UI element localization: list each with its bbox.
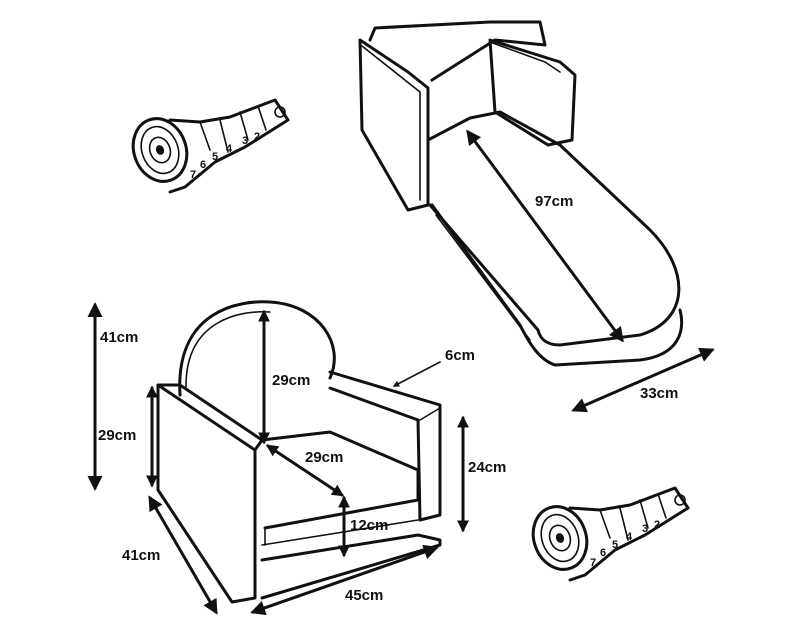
armrest-height-label: 29cm (98, 427, 136, 444)
svg-text:7: 7 (590, 557, 596, 569)
arm-front-height-label: 24cm (468, 459, 506, 476)
svg-text:4: 4 (626, 531, 633, 543)
armchair-drawing (156, 300, 442, 604)
svg-text:4: 4 (226, 143, 233, 155)
unfolded-bed-drawing (358, 20, 684, 367)
depth-arrow (148, 495, 218, 615)
bed-length-arrow (466, 129, 624, 343)
tape-measure-icon: 3 2 4 5 6 7 (531, 486, 690, 582)
svg-text:2: 2 (654, 519, 660, 531)
bed-width-label: 33cm (640, 385, 678, 402)
overall-height-label: 41cm (100, 329, 138, 346)
svg-text:5: 5 (612, 539, 618, 551)
width-arrow (250, 544, 439, 616)
svg-text:2: 2 (254, 131, 260, 143)
svg-text:5: 5 (212, 151, 218, 163)
bed-length-label: 97cm (535, 193, 573, 210)
bed-width-arrow (571, 347, 715, 413)
arm-thickness-label: 6cm (445, 347, 475, 364)
depth-label: 41cm (122, 547, 160, 564)
arm-thickness-pointer (392, 361, 441, 387)
backrest-height-label: 29cm (272, 372, 310, 389)
tape-measure-icon: 3 2 4 5 6 7 (131, 98, 290, 194)
seat-height-label: 12cm (350, 517, 388, 534)
seat-depth-arrow (265, 444, 345, 497)
svg-text:3: 3 (242, 135, 248, 147)
svg-text:3: 3 (642, 523, 648, 535)
svg-text:7: 7 (190, 169, 196, 181)
seat-depth-label: 29cm (305, 449, 343, 466)
width-label: 45cm (345, 587, 383, 604)
svg-text:6: 6 (600, 547, 606, 559)
svg-text:6: 6 (200, 159, 206, 171)
